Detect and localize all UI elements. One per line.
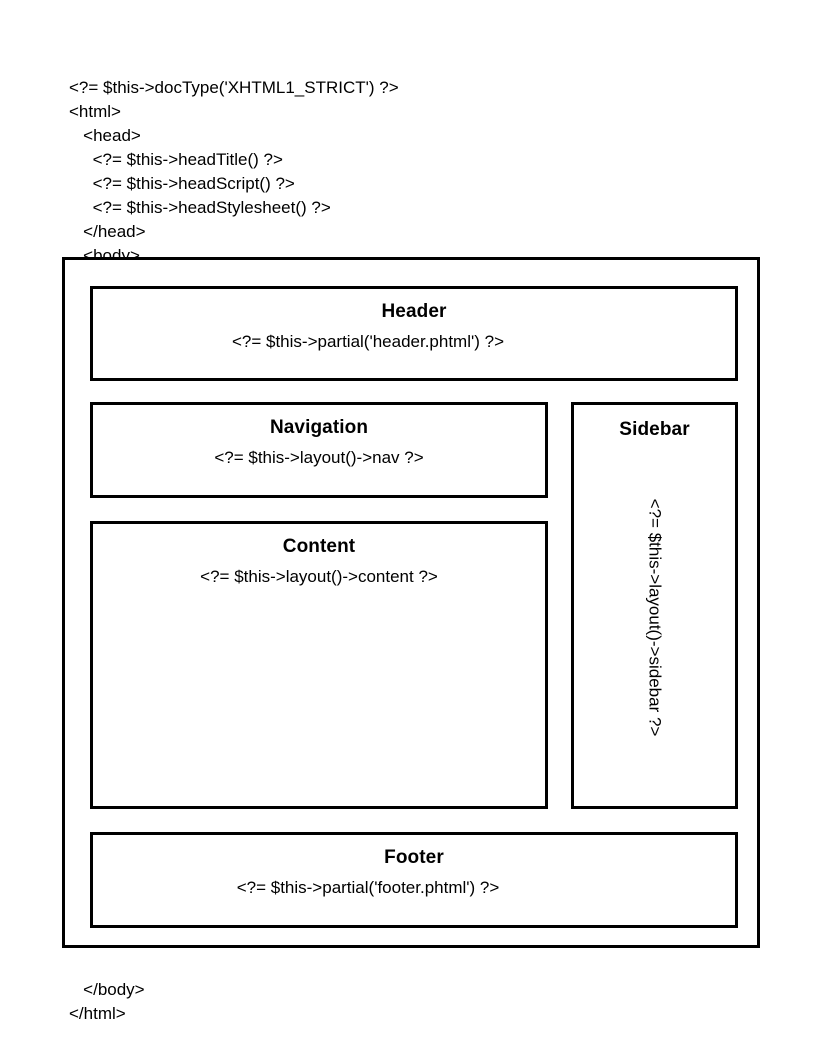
region-content-title: Content: [282, 536, 356, 557]
code-block-top: <?= $this->docType('XHTML1_STRICT') ?> <…: [69, 78, 399, 265]
region-sidebar-code-wrapper: <?= $this->layout()->sidebar ?>: [574, 461, 735, 800]
region-sidebar-code: <?= $this->layout()->sidebar ?>: [645, 498, 665, 737]
layout-frame: Header <?= $this->partial('header.phtml'…: [62, 257, 760, 948]
region-footer-code: <?= $this->partial('footer.phtml') ?>: [236, 878, 500, 897]
region-footer: Footer <?= $this->partial('footer.phtml'…: [90, 832, 738, 928]
region-content-code: <?= $this->layout()->content ?>: [200, 567, 438, 586]
region-header: Header <?= $this->partial('header.phtml'…: [90, 286, 738, 381]
region-header-code: <?= $this->partial('header.phtml') ?>: [231, 332, 505, 351]
code-block-bottom: </body> </html>: [69, 980, 145, 1023]
region-footer-title: Footer: [384, 847, 444, 868]
region-sidebar: Sidebar <?= $this->layout()->sidebar ?>: [571, 402, 738, 809]
region-navigation: Navigation <?= $this->layout()->nav ?>: [90, 402, 548, 498]
region-content: Content <?= $this->layout()->content ?>: [90, 521, 548, 809]
region-navigation-title: Navigation: [269, 417, 369, 438]
region-navigation-code: <?= $this->layout()->nav ?>: [214, 448, 424, 467]
region-sidebar-title: Sidebar: [619, 419, 690, 440]
region-header-title: Header: [381, 301, 447, 322]
